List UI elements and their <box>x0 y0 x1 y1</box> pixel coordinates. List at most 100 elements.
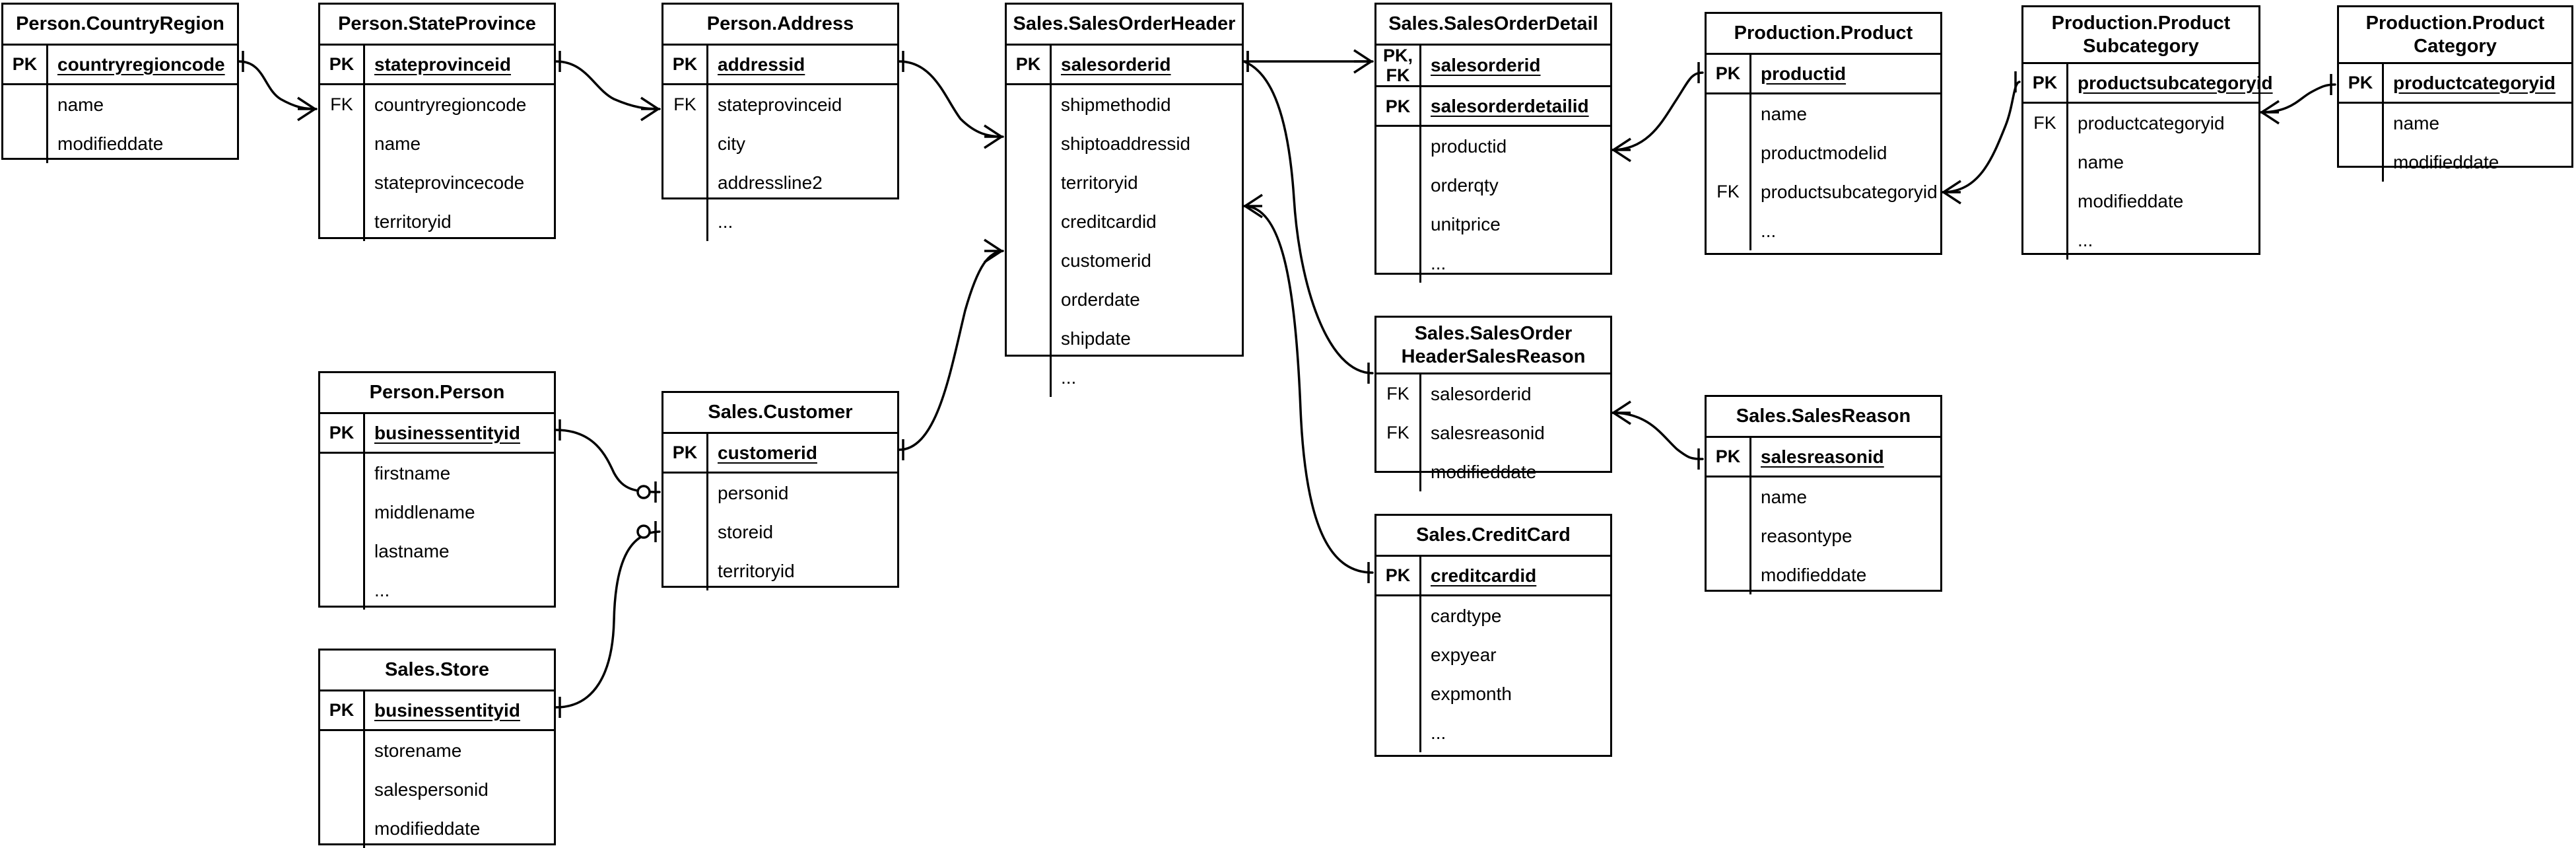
attribute-row[interactable]: shiptoaddressid <box>1007 124 1242 163</box>
attribute-row[interactable]: modifieddate <box>3 124 237 163</box>
relationship-rel-store-customer <box>555 521 661 718</box>
fk-label <box>1707 516 1751 555</box>
attribute-field-name: ... <box>1061 367 1077 388</box>
attribute-row[interactable]: unitprice <box>1376 205 1610 244</box>
attribute-row[interactable]: modifieddate <box>2339 143 2571 182</box>
attribute-row[interactable]: firstname <box>320 454 554 493</box>
attribute-row[interactable]: ... <box>2023 221 2258 260</box>
attribute-row[interactable]: ... <box>1376 244 1610 283</box>
attribute-row[interactable]: ... <box>1376 713 1610 752</box>
attribute-field-name: middlename <box>374 501 475 522</box>
attribute-row[interactable]: city <box>663 124 897 163</box>
attribute-row[interactable]: shipmethodid <box>1007 85 1242 124</box>
attribute-row[interactable]: storeid <box>663 512 897 551</box>
attribute-row[interactable]: customerid <box>1007 241 1242 280</box>
attribute-row[interactable]: stateprovincecode <box>320 163 554 202</box>
attribute-row[interactable]: ... <box>1707 211 1940 250</box>
attribute-field-name: name <box>2078 151 2124 172</box>
attribute-row[interactable]: modifieddate <box>2023 182 2258 221</box>
attribute-row[interactable]: expyear <box>1376 635 1610 674</box>
attribute-row[interactable]: salespersonid <box>320 770 554 809</box>
attribute-row[interactable]: productid <box>1376 127 1610 166</box>
attribute-row[interactable]: ... <box>1007 358 1242 397</box>
attribute-row[interactable]: name <box>2023 143 2258 182</box>
fk-label <box>1707 555 1751 594</box>
attribute-row[interactable]: name <box>3 85 237 124</box>
attribute-row[interactable]: name <box>2339 104 2571 143</box>
attribute-row[interactable]: modifieddate <box>1707 555 1940 594</box>
attribute-row[interactable]: expmonth <box>1376 674 1610 713</box>
attribute-row[interactable]: lastname <box>320 532 554 571</box>
attribute-row[interactable]: name <box>320 124 554 163</box>
attribute-row[interactable]: addressline2 <box>663 163 897 202</box>
attribute-row[interactable]: name <box>1707 477 1940 516</box>
attribute-row[interactable]: name <box>1707 94 1940 133</box>
key-label: PK <box>2339 64 2384 102</box>
attribute-row[interactable]: orderqty <box>1376 166 1610 205</box>
attribute-field-name: shipdate <box>1061 328 1131 349</box>
attribute-field-name: expyear <box>1431 644 1497 665</box>
attribute-row[interactable]: orderdate <box>1007 280 1242 319</box>
relationship-line <box>1941 81 2021 194</box>
attribute-row[interactable]: ... <box>663 202 897 241</box>
attribute-row[interactable]: personid <box>663 474 897 512</box>
attribute-field-name: salesreasonid <box>1431 422 1545 443</box>
crowsfoot-lower <box>984 250 1002 264</box>
key-field-name: productsubcategoryid <box>2078 72 2273 93</box>
attribute-row[interactable]: modifieddate <box>320 809 554 848</box>
relationship-rel-salesorderheader-salesreasonlink <box>1242 51 1374 384</box>
attribute-row[interactable]: middlename <box>320 493 554 532</box>
attribute-row[interactable]: territoryid <box>320 202 554 241</box>
attribute-row[interactable]: territoryid <box>663 551 897 590</box>
attribute-row[interactable]: ... <box>320 571 554 610</box>
fk-label <box>1007 85 1052 124</box>
attribute-row[interactable]: shipdate <box>1007 319 1242 358</box>
attribute-field-name: unitprice <box>1431 213 1501 234</box>
attribute-row[interactable]: cardtype <box>1376 596 1610 635</box>
attribute-row[interactable]: modifieddate <box>1376 452 1610 491</box>
attribute-row[interactable]: reasontype <box>1707 516 1940 555</box>
attribute-row[interactable]: territoryid <box>1007 163 1242 202</box>
attribute-row[interactable]: creditcardid <box>1007 202 1242 241</box>
attribute-row[interactable]: productmodelid <box>1707 133 1940 172</box>
attribute-field-name: productsubcategoryid <box>1761 181 1938 202</box>
attribute-row[interactable]: storename <box>320 731 554 770</box>
